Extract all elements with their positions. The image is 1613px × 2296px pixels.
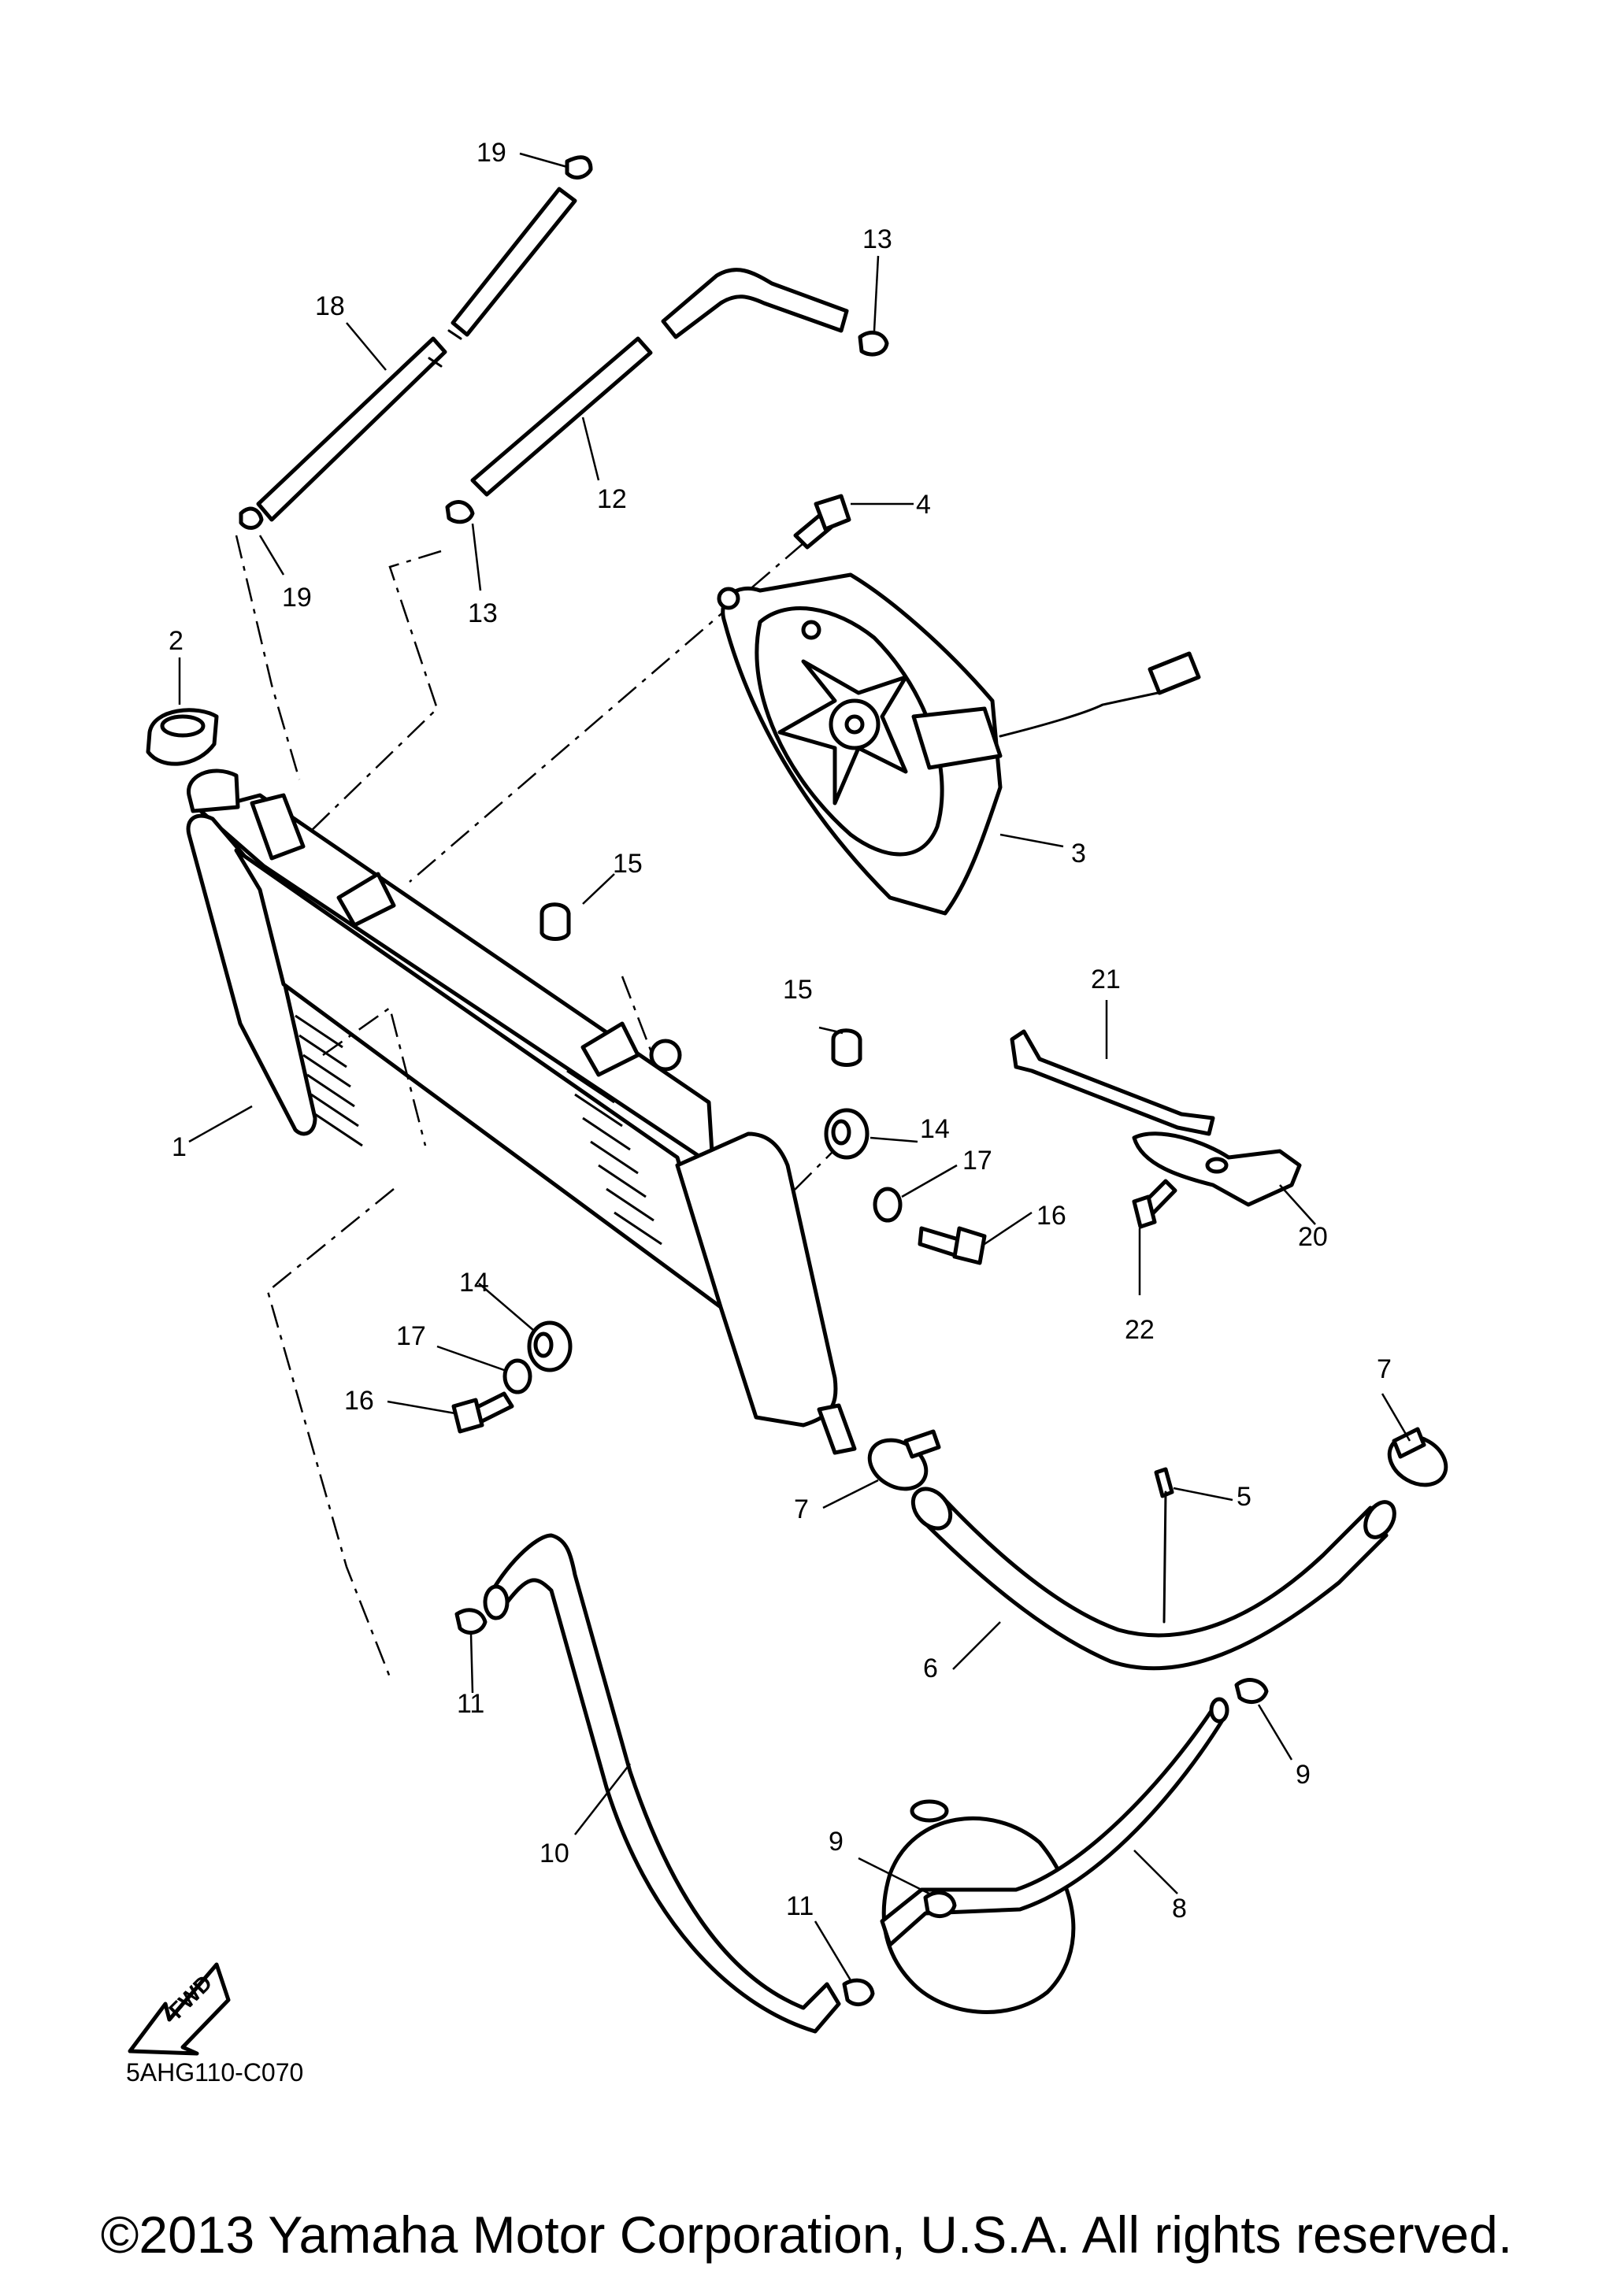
radiator-fins bbox=[295, 1014, 662, 1246]
callout-5: 5 bbox=[1237, 1482, 1251, 1512]
radiator-hose-10[interactable] bbox=[483, 1533, 841, 2034]
collar-15-lower[interactable] bbox=[831, 1028, 862, 1067]
fan-motor-assembly-3[interactable] bbox=[717, 572, 1201, 916]
bracket-21[interactable] bbox=[1010, 1029, 1215, 1136]
hose-clamp-13-lower[interactable] bbox=[445, 500, 475, 524]
callout-13-lower: 13 bbox=[468, 598, 498, 628]
callout-19-top: 19 bbox=[476, 138, 506, 168]
callout-11-upper: 11 bbox=[457, 1689, 484, 1719]
fan-bolt-4[interactable] bbox=[793, 494, 851, 550]
callout-6: 6 bbox=[923, 1653, 938, 1683]
callout-16-left: 16 bbox=[344, 1386, 374, 1416]
water-pump bbox=[881, 1799, 1076, 2014]
hose-clamp-9-lower[interactable] bbox=[923, 1890, 957, 1919]
radiator-hose-6[interactable] bbox=[906, 1482, 1400, 1671]
washer-17-right[interactable] bbox=[873, 1187, 903, 1223]
hose-clamp-7-right[interactable] bbox=[1381, 1427, 1455, 1494]
callout-9-upper: 9 bbox=[1296, 1760, 1311, 1790]
callout-9-lower: 9 bbox=[829, 1827, 844, 1857]
hose-clamp-13-top[interactable] bbox=[858, 330, 889, 357]
overflow-hose-12[interactable] bbox=[470, 268, 849, 497]
callout-4: 4 bbox=[916, 490, 931, 520]
callout-8: 8 bbox=[1172, 1894, 1187, 1924]
collar-15-upper[interactable] bbox=[540, 902, 571, 941]
water-pump-hose-8[interactable] bbox=[880, 1697, 1229, 1947]
callout-labels: 19 18 13 12 4 2 19 13 3 15 15 21 1 14 17… bbox=[169, 138, 1392, 1924]
callout-13-top: 13 bbox=[862, 224, 892, 254]
hose-clip-19-top[interactable] bbox=[565, 155, 593, 180]
callout-18: 18 bbox=[315, 291, 345, 321]
callout-7-right: 7 bbox=[1377, 1354, 1392, 1384]
bolt-22[interactable] bbox=[1132, 1179, 1177, 1229]
grommet-14-left[interactable] bbox=[527, 1320, 573, 1372]
callout-15-upper: 15 bbox=[613, 849, 643, 879]
washer-17-left[interactable] bbox=[502, 1358, 532, 1394]
radiator-cap-2[interactable] bbox=[146, 708, 219, 766]
fwd-arrow-icon: FWD bbox=[128, 1962, 231, 2056]
callout-16-right: 16 bbox=[1036, 1201, 1066, 1231]
hose-clamp-11-lower[interactable] bbox=[842, 1978, 875, 2007]
bolt-16-left[interactable] bbox=[451, 1391, 514, 1434]
callout-12: 12 bbox=[597, 484, 627, 514]
callout-20: 20 bbox=[1298, 1222, 1328, 1252]
grommet-14-right[interactable] bbox=[824, 1108, 870, 1160]
diagram-reference-code: 5AHG110-C070 bbox=[126, 2058, 304, 2087]
callout-17-left: 17 bbox=[396, 1321, 426, 1351]
callout-21: 21 bbox=[1091, 965, 1121, 994]
callout-2: 2 bbox=[169, 626, 184, 656]
callout-14-left: 14 bbox=[459, 1268, 489, 1298]
copyright-notice: ©2013 Yamaha Motor Corporation, U.S.A. A… bbox=[100, 2205, 1513, 2264]
callout-10: 10 bbox=[540, 1839, 569, 1868]
callout-3: 3 bbox=[1071, 839, 1086, 868]
callout-17-right: 17 bbox=[962, 1146, 992, 1176]
bolt-16-right[interactable] bbox=[918, 1226, 987, 1265]
breather-hose-18[interactable] bbox=[256, 187, 577, 522]
hose-clip-19-lower[interactable] bbox=[239, 506, 264, 530]
callout-7-left: 7 bbox=[794, 1494, 809, 1524]
callout-19-lower: 19 bbox=[282, 583, 312, 613]
hose-clamp-7-left[interactable] bbox=[861, 1429, 941, 1498]
callout-15-lower: 15 bbox=[783, 975, 813, 1005]
radiator-1[interactable] bbox=[186, 768, 857, 1455]
hose-clamp-9-upper[interactable] bbox=[1234, 1678, 1269, 1705]
cable-tie-5[interactable] bbox=[1154, 1467, 1174, 1624]
callout-22: 22 bbox=[1125, 1315, 1155, 1345]
leader-lines bbox=[178, 152, 1411, 1981]
bracket-20[interactable] bbox=[1132, 1131, 1302, 1207]
callout-1: 1 bbox=[172, 1132, 187, 1162]
hose-clamp-11-upper[interactable] bbox=[454, 1608, 488, 1635]
callout-11-lower: 11 bbox=[786, 1891, 814, 1921]
callout-14-right: 14 bbox=[920, 1114, 950, 1144]
